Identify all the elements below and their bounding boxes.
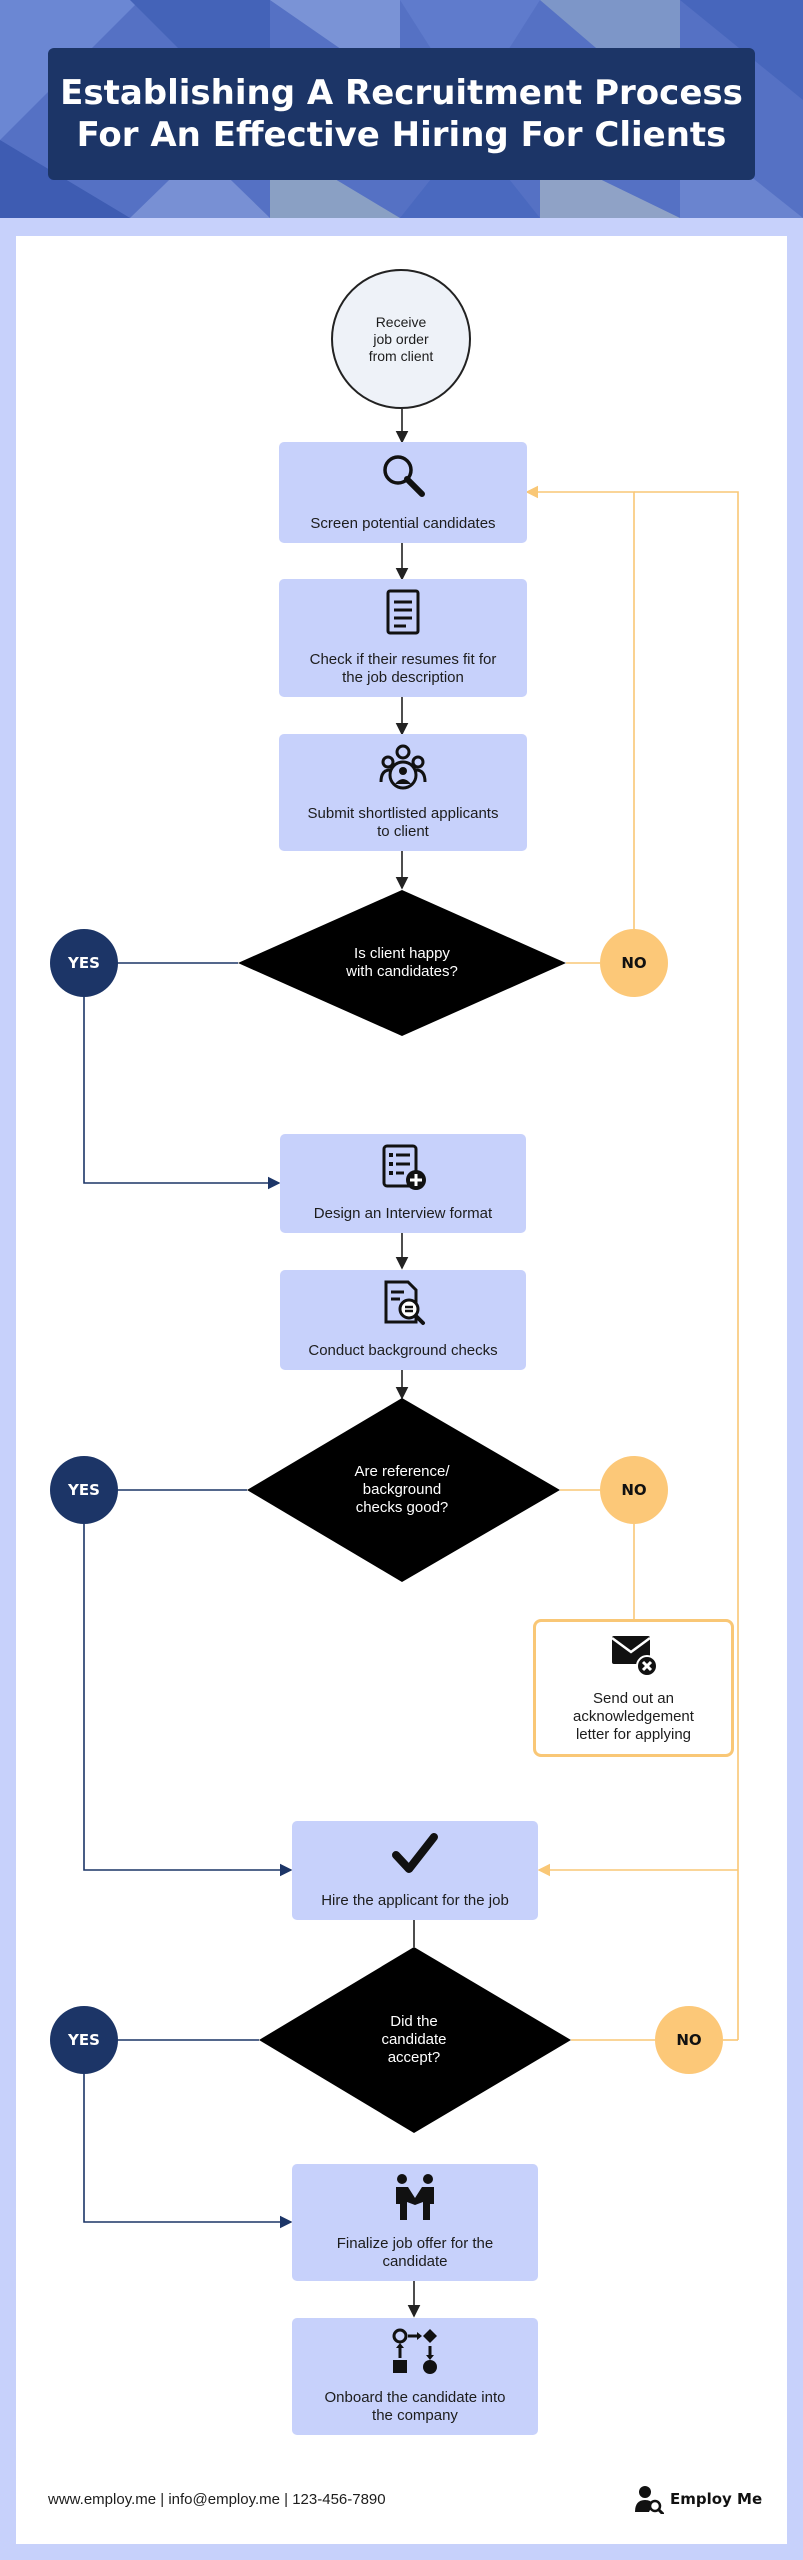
decision-label-references-good: Are reference/ background checks good? <box>354 1463 450 1516</box>
step-background-checks: Conduct background checks <box>280 1270 526 1370</box>
decision-label-candidate-accept: Did the candidate accept? <box>381 2013 447 2066</box>
yes-badge: YES <box>50 2006 118 2074</box>
no-badge: NO <box>600 929 668 997</box>
yes-badge: YES <box>50 1456 118 1524</box>
brand-logo: Employ Me <box>634 2484 762 2514</box>
step-finalize-offer: Finalize job offer for the candidate <box>292 2164 538 2281</box>
step-label: Send out an acknowledgement letter for a… <box>573 1690 694 1743</box>
main-flow-lines <box>395 409 421 2318</box>
form-add-icon <box>378 1142 428 1192</box>
step-label: Check if their resumes fit for the job d… <box>309 651 497 686</box>
start-node-label: Receive job order from client <box>368 313 434 364</box>
brand-name: Employ Me <box>670 2490 763 2508</box>
step-onboard: Onboard the candidate into the company <box>292 2318 538 2435</box>
step-label: Onboard the candidate into the company <box>324 2389 506 2424</box>
decision-label-client-happy: Is client happy with candidates? <box>346 945 458 980</box>
envelope-x-icon <box>609 1630 659 1680</box>
step-label: Submit shortlisted applicants to client <box>307 805 499 840</box>
page-title: Establishing A Recruitment Process For A… <box>60 73 743 155</box>
step-label: Conduct background checks <box>308 1342 498 1359</box>
step-label: Hire the applicant for the job <box>321 1892 509 1909</box>
no-flow-lines <box>525 485 739 2041</box>
document-icon <box>378 587 428 637</box>
yes-badge: YES <box>50 929 118 997</box>
step-submit-shortlist: Submit shortlisted applicants to client <box>279 734 527 851</box>
step-label: Finalize job offer for the candidate <box>336 2235 494 2270</box>
step-screen-candidates: Screen potential candidates <box>279 442 527 543</box>
footer-contact: www.employ.me | info@employ.me | 123-456… <box>48 2491 386 2508</box>
team-icon <box>378 742 428 792</box>
step-check-resumes: Check if their resumes fit for the job d… <box>279 579 527 697</box>
process-shapes-icon <box>390 2326 440 2376</box>
start-node: Receive job order from client <box>331 269 471 409</box>
decision-references-good <box>247 1398 560 1582</box>
no-badge: NO <box>655 2006 723 2074</box>
person-search-icon <box>635 2486 664 2514</box>
title-banner: Establishing A Recruitment Process For A… <box>48 48 755 180</box>
step-label: Screen potential candidates <box>310 515 496 532</box>
step-label: Design an Interview format <box>313 1205 493 1222</box>
handshake-icon <box>390 2172 440 2222</box>
checkmark-icon <box>390 1829 440 1879</box>
step-send-letter: Send out an acknowledgement letter for a… <box>533 1619 734 1757</box>
yes-flow-lines <box>83 962 293 2229</box>
decision-candidate-accept <box>259 1947 571 2133</box>
step-hire-applicant: Hire the applicant for the job <box>292 1821 538 1920</box>
step-design-interview: Design an Interview format <box>280 1134 526 1233</box>
magnifier-icon <box>378 450 428 500</box>
decision-client-happy <box>238 890 566 1036</box>
document-search-icon <box>378 1278 428 1328</box>
no-badge: NO <box>600 1456 668 1524</box>
